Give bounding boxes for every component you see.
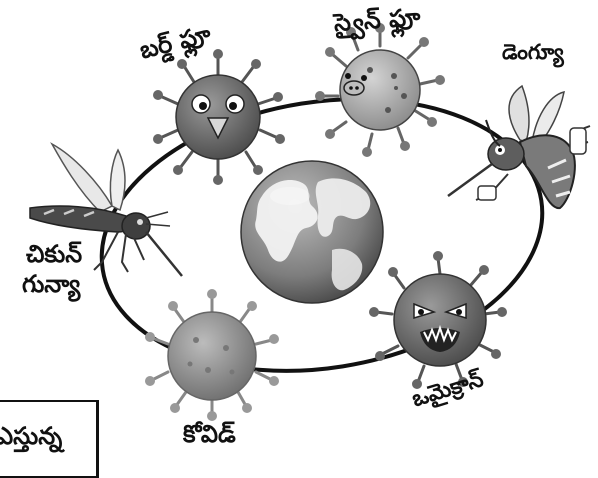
covid-virus-icon (145, 289, 279, 421)
caption-box-fragment: ఎస్తున్న (0, 400, 99, 478)
dengue-mosquito-icon (448, 86, 590, 208)
label-chikungunya-line1: చికున్ (26, 240, 82, 274)
caption-fragment-text: ఎస్తున్న (0, 422, 62, 456)
label-covid: కోవిడ్ (183, 420, 236, 454)
bird-flu-virus-icon (153, 49, 285, 185)
label-swine-flu: స్వైన్ ఫ్లూ (333, 3, 422, 43)
globe-icon (241, 161, 383, 303)
omicron-virus-icon (369, 251, 507, 389)
label-chikungunya-line2: గున్యా (22, 270, 80, 304)
swine-flu-virus-icon (315, 23, 445, 157)
label-dengue: డెంగ్యూ (502, 40, 564, 70)
